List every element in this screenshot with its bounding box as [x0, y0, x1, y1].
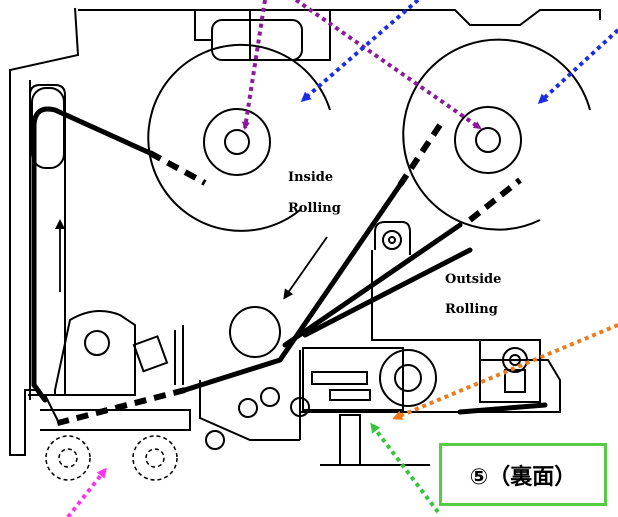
inside-rolling-label-1: Inside: [288, 170, 333, 185]
purple-callout-arrows: [241, 0, 482, 130]
supply-reel: [147, 43, 331, 232]
takeup-reel: [402, 38, 591, 231]
platen-rollers: [45, 435, 178, 481]
callout-box: ⑤（裏面）: [439, 443, 607, 506]
callout-text: ⑤（裏面）: [469, 464, 577, 490]
ribbon-dashed-path: [49, 123, 522, 428]
direction-arrows: [55, 219, 328, 300]
ribbon-path: [31, 106, 548, 415]
blue-callout-arrows: [300, 0, 618, 105]
orange-callout-arrow: [392, 323, 618, 420]
outside-rolling-label-1: Outside: [445, 272, 501, 287]
green-callout-arrow: [370, 422, 440, 514]
magenta-callout-arrow: [66, 467, 107, 517]
housing-outline: [9, 7, 601, 456]
print-head-assembly: [28, 310, 191, 431]
outside-rolling-label-2: Rolling: [445, 302, 498, 317]
inside-rolling-label-2: Rolling: [288, 201, 341, 216]
right-mechanism: [302, 339, 541, 466]
guide-rollers: [205, 221, 411, 450]
